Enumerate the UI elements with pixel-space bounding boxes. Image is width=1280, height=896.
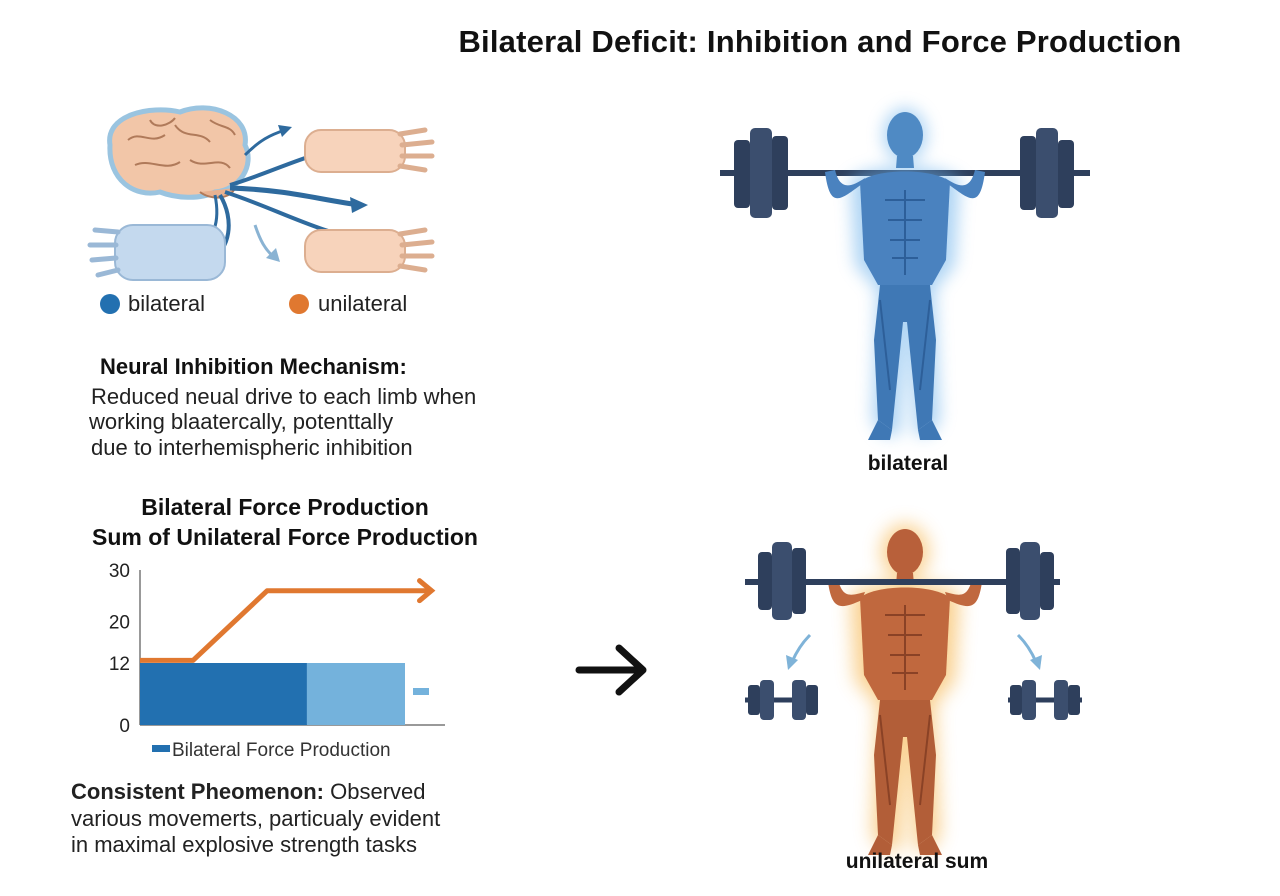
phenomenon-line-3: in maximal explosive strength tasks bbox=[71, 832, 418, 857]
neural-line-1: Reduced neual drive to each limb when bbox=[91, 384, 477, 409]
neural-heading: Neural Inhibition Mechanism: bbox=[100, 354, 407, 379]
arrow-down-right-icon bbox=[1030, 655, 1042, 670]
chart-title-line-1: Bilateral Force Production bbox=[141, 494, 429, 520]
limb-unilateral-bottom bbox=[304, 227, 435, 273]
lifter-figures: bilateral bbox=[720, 108, 1090, 873]
y-tick-label: 12 bbox=[109, 654, 130, 675]
brain-icon bbox=[107, 105, 251, 200]
legend-bilateral-swatch bbox=[152, 745, 170, 752]
legend-unilateral-label: unilateral bbox=[318, 291, 408, 316]
neural-pathway-illustration bbox=[87, 105, 435, 281]
neural-line-2: working blaatercally, potenttally bbox=[89, 409, 394, 434]
chart-title-line-2: Sum of Unilateral Force Production bbox=[92, 524, 478, 550]
lifter-bilateral-figure bbox=[825, 108, 985, 440]
force-chart: 0 12 20 30 Bilateral Force Production bbox=[109, 561, 445, 761]
legend-bilateral-label: bilateral bbox=[128, 291, 206, 316]
limb-unilateral-top bbox=[304, 127, 435, 173]
arrow-down-left-icon bbox=[786, 655, 798, 670]
y-tick-label: 20 bbox=[109, 613, 130, 634]
page-title: Bilateral Deficit: Inhibition and Force … bbox=[458, 24, 1182, 59]
arrow-down-icon bbox=[266, 248, 280, 262]
dumbbell-right bbox=[1008, 680, 1082, 720]
legend-bilateral-dot bbox=[100, 294, 120, 314]
phenomenon-heading: Consistent Pheomenon: bbox=[71, 779, 325, 804]
bar-marker bbox=[413, 688, 429, 695]
dumbbell-left bbox=[745, 680, 818, 720]
y-tick-label: 30 bbox=[109, 561, 130, 582]
arrow-right-icon bbox=[575, 644, 647, 696]
arrow-up-icon bbox=[278, 125, 292, 137]
barbell-top bbox=[720, 128, 1090, 218]
figure-top-label: bilateral bbox=[868, 452, 949, 475]
line-arrowhead bbox=[417, 578, 436, 604]
lifter-unilateral-figure bbox=[828, 524, 982, 855]
y-tick-label: 0 bbox=[119, 716, 130, 737]
bar-0 bbox=[140, 663, 307, 725]
figure-bottom-label: unilateral sum bbox=[846, 850, 988, 873]
bar-1 bbox=[306, 663, 405, 725]
phenomenon-first-rest: Observed bbox=[324, 779, 426, 804]
neural-line-3: due to interhemispheric inhibition bbox=[91, 435, 413, 460]
unilateral-line bbox=[140, 588, 432, 663]
arrow-right-icon bbox=[350, 197, 368, 213]
phenomenon-line-2: various movemerts, particualy evident bbox=[71, 806, 441, 831]
phenomenon-first-line: Consistent Pheomenon: Observed bbox=[71, 779, 426, 805]
legend-unilateral-dot bbox=[289, 294, 309, 314]
chart-legend-label: Bilateral Force Production bbox=[172, 740, 391, 761]
barbell-bottom bbox=[745, 542, 1060, 620]
limb-bilateral bbox=[87, 224, 226, 281]
